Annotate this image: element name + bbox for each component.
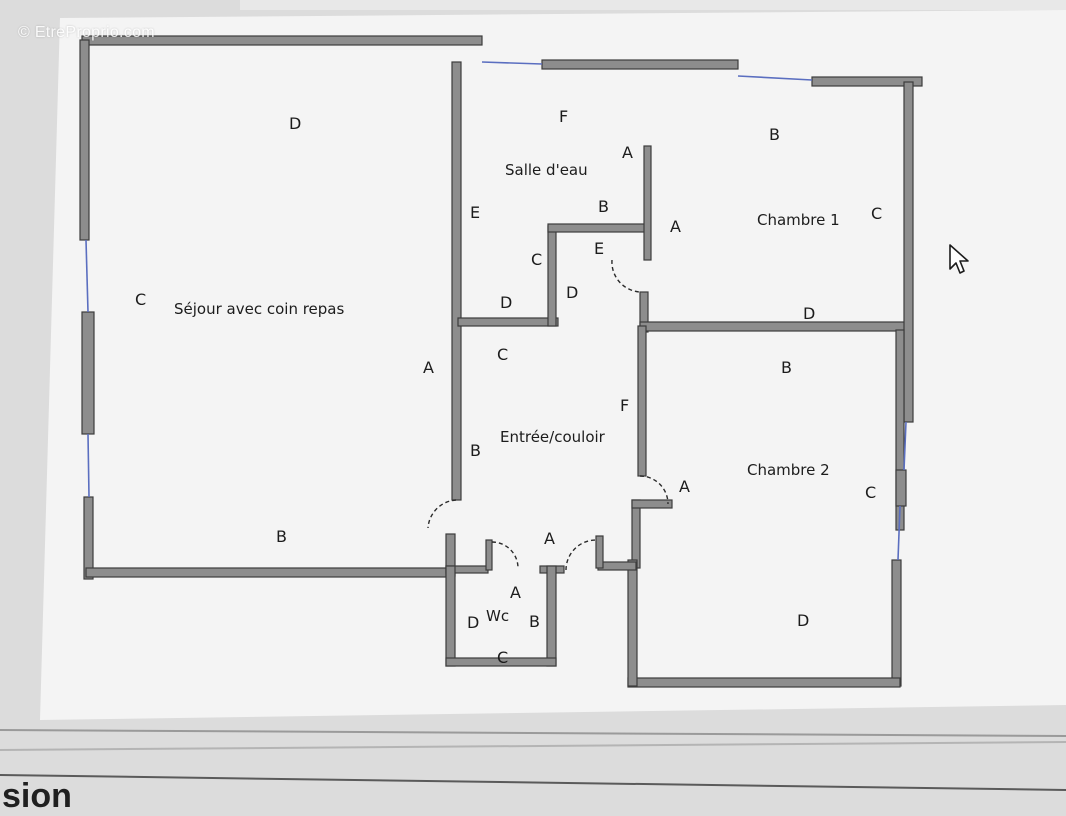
paper-edge-line [0, 774, 1066, 791]
wall-chambre2-bottom [627, 677, 901, 688]
wall-letter: C [871, 204, 882, 223]
room-name-entree: Entrée/couloir [500, 428, 606, 446]
wall-letter: A [670, 217, 681, 236]
door-arc [565, 539, 597, 571]
window-line [481, 61, 543, 65]
room-name-sejour: Séjour avec coin repas [174, 300, 344, 318]
wall-entree-right [637, 325, 647, 477]
wall-letter: D [500, 293, 512, 312]
wall-salle-jog-horiz [547, 223, 647, 233]
paper-edge-line [0, 729, 1066, 737]
wall-entree-right-lower [631, 499, 641, 569]
wall-letter: B [769, 125, 780, 144]
wall-entree-bottom-right [597, 561, 637, 571]
wall-letter: A [679, 477, 690, 496]
wall-letter: C [531, 250, 542, 269]
paper-edge-line [0, 741, 1066, 751]
top-bar [240, 0, 1066, 10]
wall-letter: A [423, 358, 434, 377]
mouse-pointer-icon [948, 243, 970, 281]
wall-letter: D [566, 283, 578, 302]
room-name-wc: Wc [486, 607, 509, 625]
wall-outer-top-right [811, 76, 923, 87]
bottom-partial-heading: sion [2, 777, 72, 815]
room-name-chambre1: Chambre 1 [757, 211, 840, 229]
room-name-salle-eau: Salle d'eau [505, 161, 588, 179]
wall-entree-right-stub [631, 499, 673, 509]
watermark: © EtreProprio.com [18, 24, 155, 41]
window-line [85, 239, 89, 313]
wall-letter: B [276, 527, 287, 546]
wall-letter: A [622, 143, 633, 162]
wall-outer-right-upper [903, 81, 914, 423]
windows [85, 61, 907, 561]
wall-letter: E [594, 239, 604, 258]
wall-letter: D [289, 114, 301, 133]
doors [427, 259, 669, 571]
wall-wc-left [445, 565, 456, 667]
wall-entree-jamb-right [595, 535, 604, 569]
door-arc [491, 541, 519, 569]
paper-sheet [40, 10, 1066, 720]
wall-outer-top-mid [541, 59, 739, 70]
window-line [737, 75, 813, 81]
wall-letter: A [510, 583, 521, 602]
wall-letter: C [865, 483, 876, 502]
wall-chambre2-right-lower [891, 559, 902, 687]
wall-outer-left-window [81, 311, 95, 435]
wall-wc-door-jamb [485, 539, 493, 571]
wall-chambre2-right-upper [895, 329, 905, 531]
wall-letter: B [470, 441, 481, 460]
wall-letter: C [135, 290, 146, 309]
room-name-chambre2: Chambre 2 [747, 461, 830, 479]
wall-salle-right [643, 145, 652, 261]
wall-letter: D [803, 304, 815, 323]
wall-salle-bottom [457, 317, 559, 327]
wall-letter: F [620, 396, 629, 415]
door-arc [639, 475, 669, 505]
wall-letter: B [598, 197, 609, 216]
door-arc [427, 499, 457, 529]
wall-letter: D [467, 613, 479, 632]
wall-chambre2-left [627, 559, 638, 687]
wall-chambre1-bottom [639, 321, 907, 332]
wall-letter: E [470, 203, 480, 222]
wall-letter: B [529, 612, 540, 631]
wall-wc-right [546, 565, 557, 667]
window-line [87, 433, 90, 498]
wall-outer-left-upper [79, 39, 90, 241]
wall-letter: A [544, 529, 555, 548]
door-arc [611, 259, 641, 293]
window-line [903, 421, 907, 471]
wall-outer-left-lower [83, 496, 94, 580]
wall-letter: B [781, 358, 792, 377]
wall-outer-bottom-sejour [85, 567, 453, 578]
wall-letter: C [497, 648, 508, 667]
wall-chambre2-window [895, 469, 907, 507]
window-line [897, 505, 901, 561]
wall-salle-jog-vert [547, 225, 557, 327]
wall-letter: F [559, 107, 568, 126]
wall-sejour-right [451, 61, 462, 501]
wall-letter: D [797, 611, 809, 630]
wall-letter: C [497, 345, 508, 364]
wall-wc-bottom [445, 657, 557, 667]
